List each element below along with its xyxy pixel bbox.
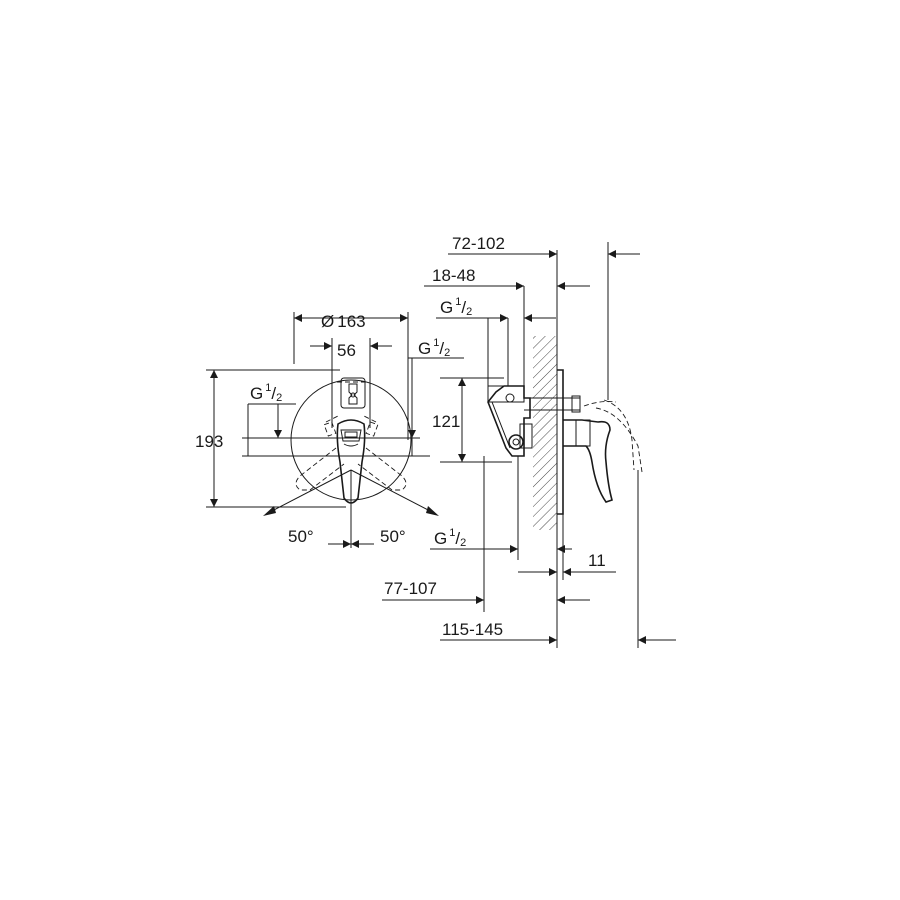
valve-body: [487, 385, 581, 457]
height-label: 193: [195, 432, 223, 451]
cover-plate-side: [557, 369, 564, 515]
dim-thread-top: [436, 314, 556, 322]
angle-label-right: 50°: [380, 527, 406, 546]
side-view: 72-102 18-48 G1/2 121 G1/2 11 77-107 115…: [382, 234, 676, 648]
label-121: 121: [432, 412, 460, 431]
connection-lines-left: [242, 403, 430, 457]
diverter-knob: [337, 377, 369, 409]
dim-72-102: [448, 250, 640, 258]
label-72-102: 72-102: [452, 234, 505, 253]
height-dimension: [206, 369, 346, 508]
handle-width-label: 56: [337, 341, 356, 360]
angle-label-left: 50°: [288, 527, 314, 546]
lever-swing-ghost: [583, 399, 643, 473]
dim-thread-bottom: [430, 545, 572, 553]
handle-rotation-ghosts: [295, 415, 407, 491]
dim-77-107: [382, 596, 590, 604]
label-11: 11: [588, 551, 606, 570]
dim-18-48: [424, 282, 590, 290]
diameter-dimension: [293, 312, 409, 440]
lever-side: [563, 419, 613, 503]
connection-lines-right: [408, 357, 464, 456]
lever-handle: [336, 419, 366, 504]
label-77-107: 77-107: [384, 579, 437, 598]
label-18-48: 18-48: [432, 266, 475, 285]
dim-121: [440, 377, 512, 463]
dim-11: [518, 568, 616, 576]
handle-width-dimension: [310, 338, 392, 428]
dim-115-145: [440, 636, 676, 644]
angle-lines: [263, 469, 439, 548]
wall-hatching: [533, 336, 557, 530]
label-115-145: 115-145: [442, 620, 503, 639]
